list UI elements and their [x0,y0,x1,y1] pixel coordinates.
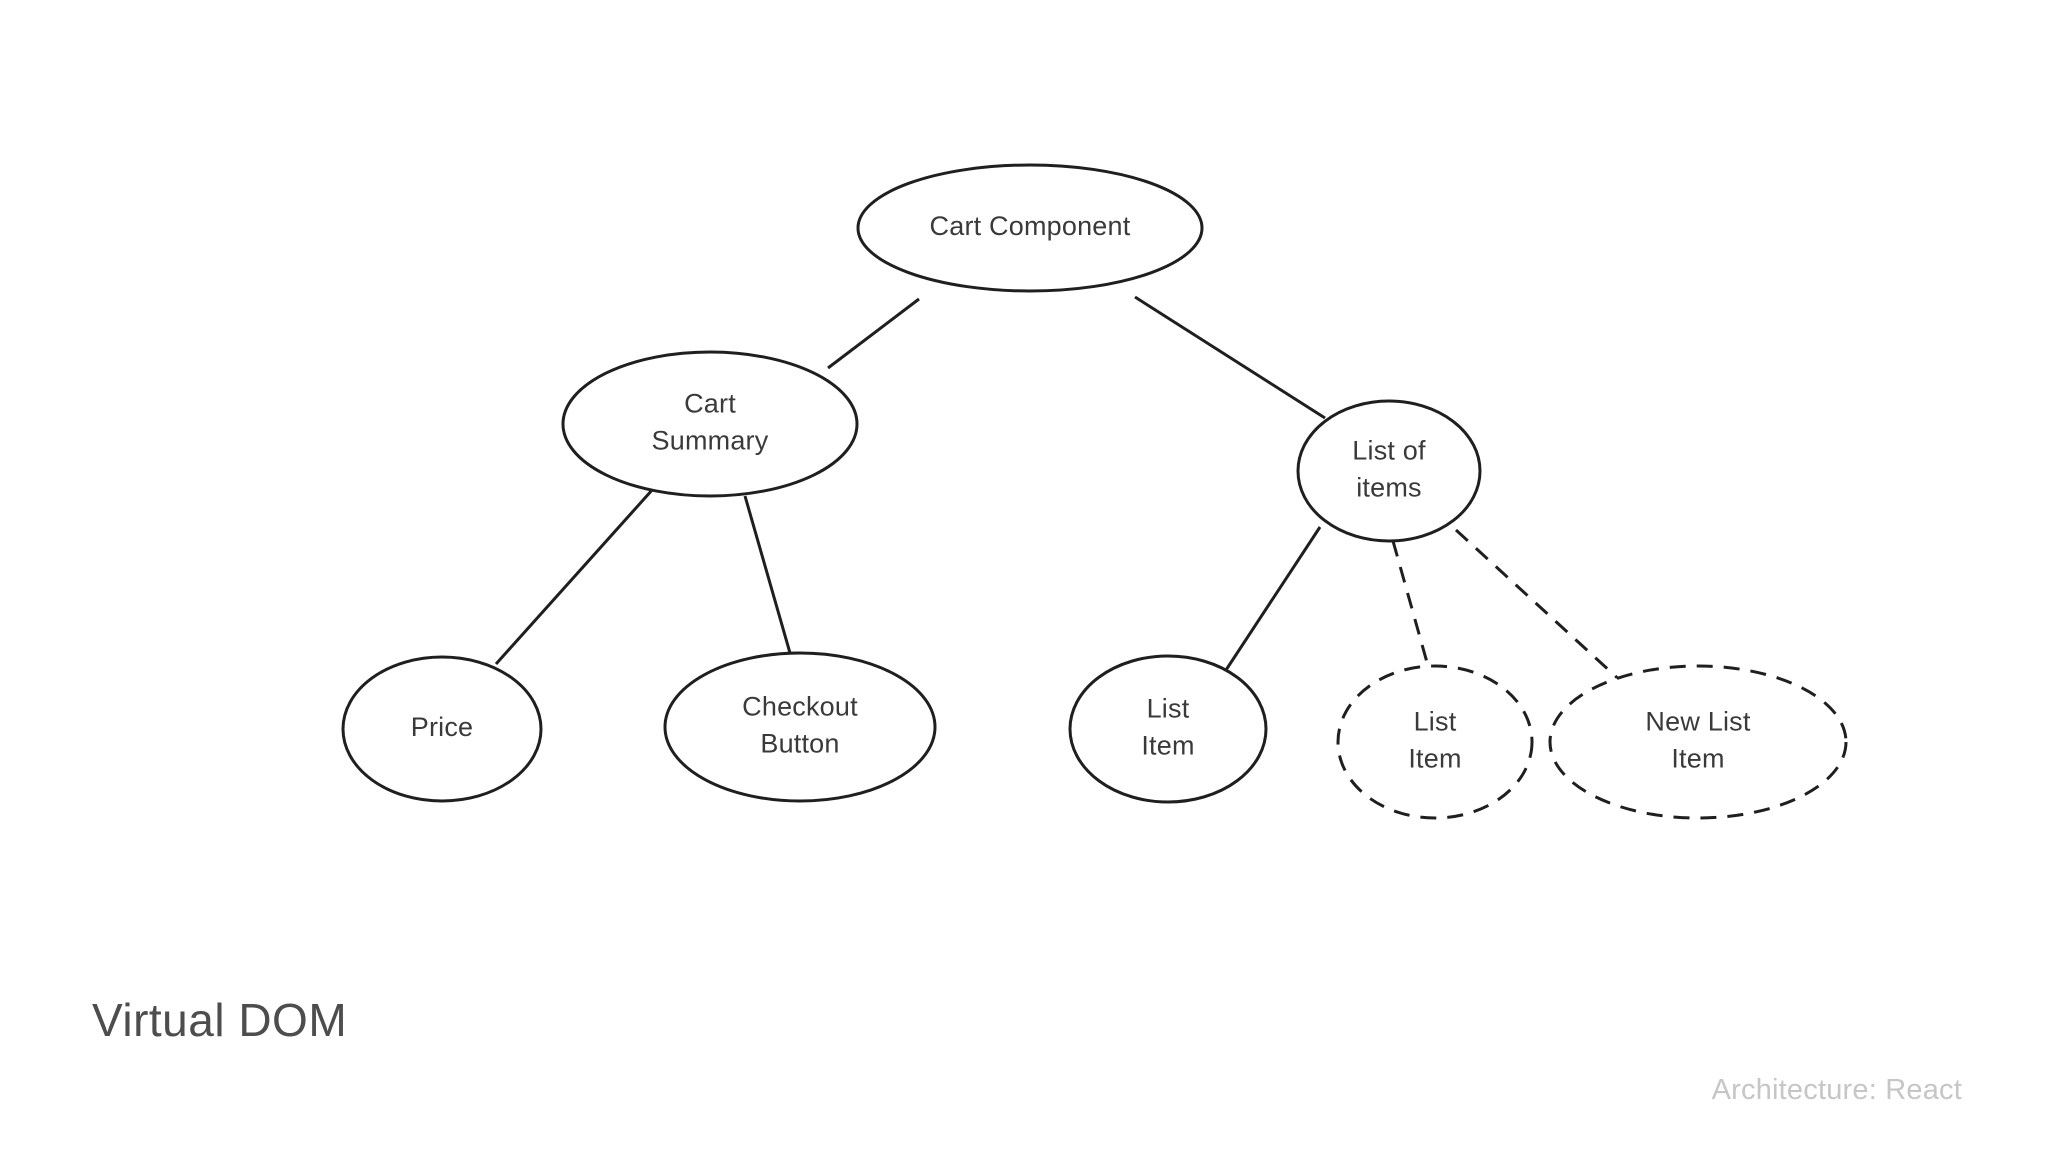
node-label-cart-summary: Summary [652,426,769,456]
edge-cart-component-to-list-of-items [1134,295,1326,420]
node-price[interactable]: Price [341,655,543,803]
edges-layer [494,295,1626,686]
node-shape-cart-component [856,163,1204,293]
node-label-list-of-items: items [1356,473,1422,503]
node-shape-list-item [1068,654,1268,804]
node-shape-list-item-dashed [1336,664,1534,820]
page-title: Virtual DOM [92,994,348,1046]
node-label-checkout-button: Checkout [742,692,858,722]
node-shape-list-of-items [1296,399,1482,543]
edge-cart-summary-to-checkout-button [743,495,792,654]
edge-list-of-items-to-list-item [1224,526,1322,671]
slide-caption: Architecture: React [1711,1074,1962,1106]
node-label-list-item: Item [1141,731,1194,761]
node-label-cart-summary: Cart [684,389,736,419]
edge-list-of-items-to-list-item-dashed [1391,540,1430,667]
node-label-checkout-button: Button [760,729,839,759]
node-shape-cart-summary [561,350,859,498]
node-label-new-list-item: Item [1671,744,1724,774]
node-list-of-items[interactable]: List of items [1296,399,1482,543]
edge-list-of-items-to-new-list-item [1454,528,1626,686]
node-label-list-of-items: List of [1352,436,1426,466]
node-label-cart-component: Cart Component [930,211,1131,241]
node-label-list-item: List [1147,694,1190,724]
node-shape-price [341,655,543,803]
node-shape-new-list-item [1548,664,1848,820]
node-label-price: Price [411,712,474,742]
node-label-list-item-dashed: List [1414,707,1457,737]
node-cart-component[interactable]: Cart Component [856,163,1204,293]
edge-cart-component-to-cart-summary [827,297,920,370]
node-label-list-item-dashed: Item [1408,744,1461,774]
edge-cart-summary-to-price [494,487,655,666]
node-shape-checkout-button [663,651,937,803]
node-label-new-list-item: New List [1645,707,1750,737]
